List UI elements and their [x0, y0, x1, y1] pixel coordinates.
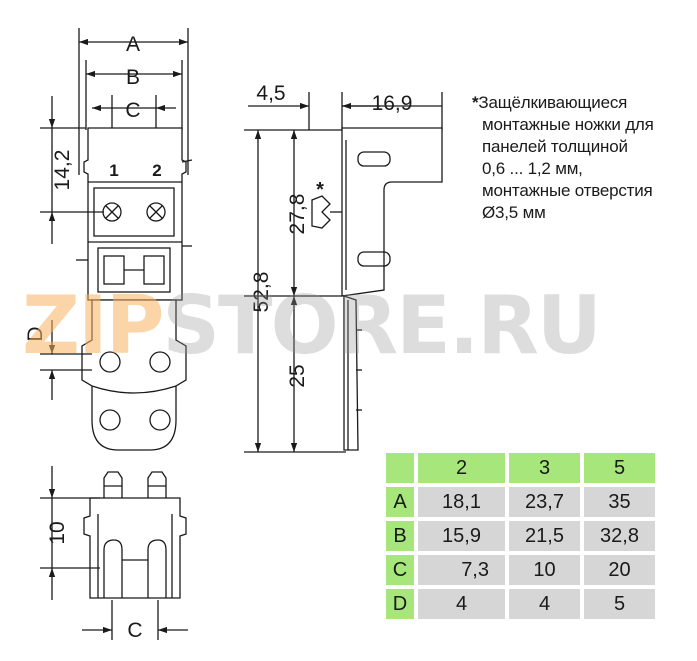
- front-view: [40, 28, 193, 451]
- note-line-5: монтажные отверстия: [482, 181, 653, 200]
- dim-label-c-bottom: C: [127, 619, 142, 642]
- table-cell: 4: [418, 589, 505, 619]
- table-cell: 20: [584, 555, 655, 585]
- mounting-note: *Защёлкивающиеся монтажные ножки для пан…: [472, 92, 692, 224]
- dim-label-10: 10: [46, 521, 69, 544]
- snap-leg-marker: *: [316, 179, 324, 201]
- dim-label-14-2: 14,2: [51, 150, 74, 191]
- note-line-6: Ø3,5 мм: [482, 203, 546, 222]
- table-col-header: 3: [509, 453, 580, 483]
- note-line-1: *Защёлкивающиеся: [472, 93, 628, 112]
- table-row-header: A: [386, 487, 414, 517]
- table-row: C 7,3 10 20: [386, 555, 655, 585]
- table-cell: 35: [584, 487, 655, 517]
- side-view: [244, 92, 443, 453]
- table-row-header: C: [386, 555, 414, 585]
- dim-label-c-top: C: [125, 99, 140, 122]
- table-cell: 15,9: [418, 521, 505, 551]
- table-cell: 10: [509, 555, 580, 585]
- table-row: B 15,9 21,5 32,8: [386, 521, 655, 551]
- table-cell: 4: [509, 589, 580, 619]
- note-line-4: 0,6 ... 1,2 мм,: [482, 159, 583, 178]
- table-col-header: 2: [418, 453, 505, 483]
- note-line-3: панелей толщиной: [482, 137, 628, 156]
- dim-label-a: A: [126, 33, 140, 56]
- table-col-header: 5: [584, 453, 655, 483]
- table-cell: 5: [584, 589, 655, 619]
- table-row: A 18,1 23,7 35: [386, 487, 655, 517]
- table-corner: [386, 453, 414, 483]
- dim-label-b: B: [126, 66, 140, 89]
- pin-label-2: 2: [152, 161, 161, 180]
- dimension-table: 2 3 5 A 18,1 23,7 35 B 15,9 21,5 32,8 C …: [382, 449, 659, 623]
- table-cell: 21,5: [509, 521, 580, 551]
- table-cell: 23,7: [509, 487, 580, 517]
- note-line-2: монтажные ножки для: [482, 115, 654, 134]
- table-row: D 4 4 5: [386, 589, 655, 619]
- bottom-view: [40, 466, 188, 640]
- dim-label-52-8: 52,8: [250, 272, 273, 313]
- table-row-header: D: [386, 589, 414, 619]
- dim-label-27-8: 27,8: [286, 194, 309, 235]
- dim-label-4-5: 4,5: [256, 82, 285, 105]
- table-cell: 18,1: [418, 487, 505, 517]
- note-marker: *: [472, 93, 479, 112]
- table-header-row: 2 3 5: [386, 453, 655, 483]
- dim-label-16-9: 16,9: [372, 92, 413, 115]
- dim-label-25: 25: [286, 364, 309, 387]
- dimension-labels: A B C 1 2 14,2 D 4,5 16,9 52,8 27,8 25 *…: [24, 33, 412, 642]
- pin-label-1: 1: [109, 161, 118, 180]
- table-cell: 32,8: [584, 521, 655, 551]
- table-cell: 7,3: [418, 555, 505, 585]
- dim-label-d: D: [24, 326, 47, 341]
- table-row-header: B: [386, 521, 414, 551]
